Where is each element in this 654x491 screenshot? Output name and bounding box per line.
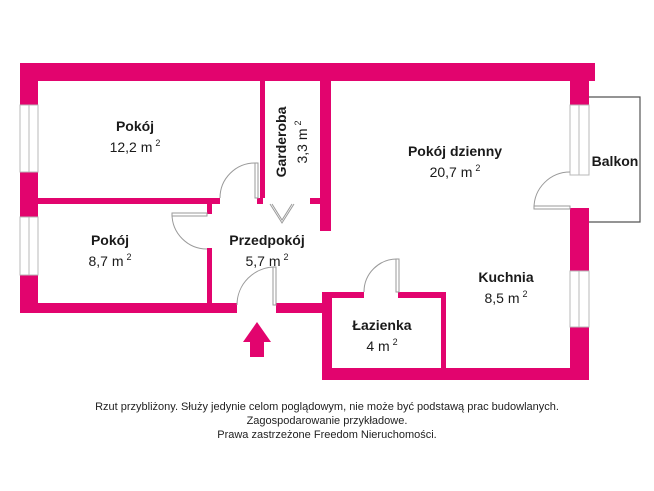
room-name: Garderoba — [273, 106, 289, 178]
room-name: Pokój — [115, 118, 155, 134]
balcony-label: Balkon — [591, 153, 639, 169]
room-name: Pokój dzienny — [407, 143, 503, 159]
doors — [171, 162, 571, 306]
room-label-garderoba: Garderoba 3,3 m2 — [273, 100, 311, 184]
disclaimer-line-3: Prawa zastrzeżone Freedom Nieruchomości. — [217, 429, 437, 441]
room-area: 3,3 m2 — [293, 120, 310, 164]
room-name: Kuchnia — [478, 269, 534, 285]
walls — [20, 63, 595, 380]
room-name: Łazienka — [352, 317, 412, 333]
disclaimer-line-1: Rzut przybliżony. Służy jedynie celom po… — [95, 401, 559, 413]
windows — [19, 104, 590, 328]
room-name: Pokój — [90, 232, 130, 248]
disclaimer: Rzut przybliżony. Służy jedynie celom po… — [0, 400, 654, 442]
balcony-outline — [589, 96, 641, 223]
entrance-arrow-icon — [243, 322, 271, 357]
disclaimer-line-2: Zagospodarowanie przykładowe. — [246, 415, 408, 427]
room-name: Przedpokój — [229, 232, 305, 248]
